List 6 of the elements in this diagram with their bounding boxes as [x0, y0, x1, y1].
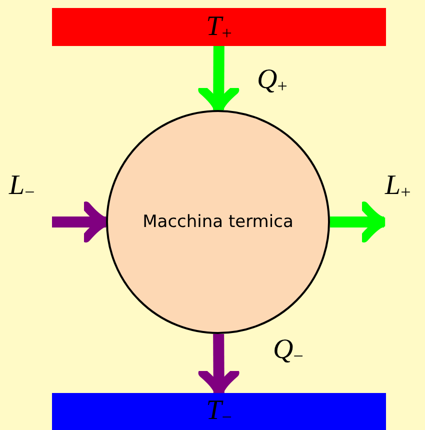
- temperature-label: T$_{+}$: [206, 12, 232, 42]
- heat-reservoir-bar: [52, 8, 386, 46]
- temperature-label: T$_{−}$: [206, 397, 232, 426]
- node-label: Macchina termica: [142, 212, 294, 232]
- engine-circle: [106, 110, 330, 334]
- cold-reservoir-bar: [52, 393, 386, 430]
